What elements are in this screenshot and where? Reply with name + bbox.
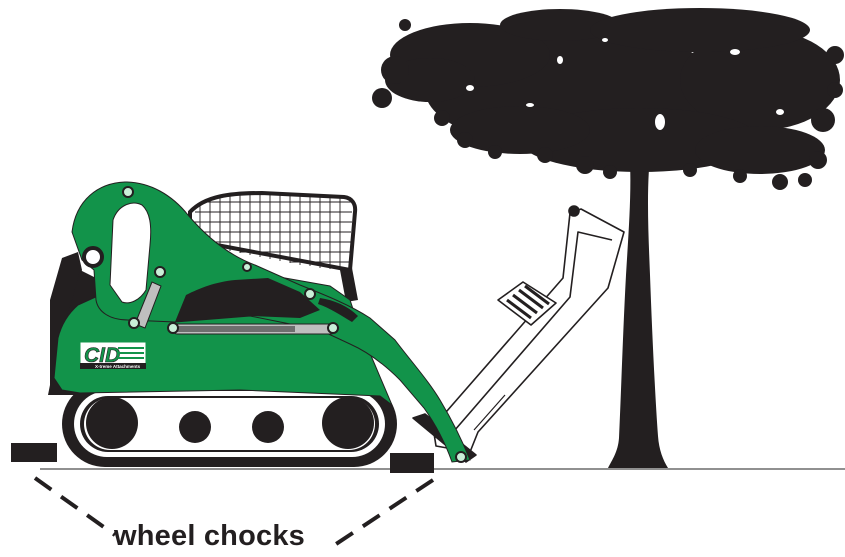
tree-trunk [608,138,668,468]
boom-opening-upper [110,203,151,303]
track-roller-2 [252,411,284,443]
wheel-chock-rear [11,443,57,462]
cid-logo: CID X-treme Attachments [80,342,146,369]
wheel-chocks-label: wheel chocks [114,518,305,554]
leader-line-left [35,478,115,535]
puller-pivot [569,206,579,216]
track-rear-wheel [322,397,374,449]
logo-tagline: X-treme Attachments [95,364,141,369]
wheel-chock-front [390,453,434,473]
lift-cylinder [173,324,335,334]
track-roller-1 [179,411,211,443]
puller-main-arm [433,209,624,452]
leader-line-right [333,480,433,546]
track-front-wheel [86,397,138,449]
tree-canopy [372,8,844,190]
skid-steer-illustration: CID X-treme Attachments [48,182,470,467]
